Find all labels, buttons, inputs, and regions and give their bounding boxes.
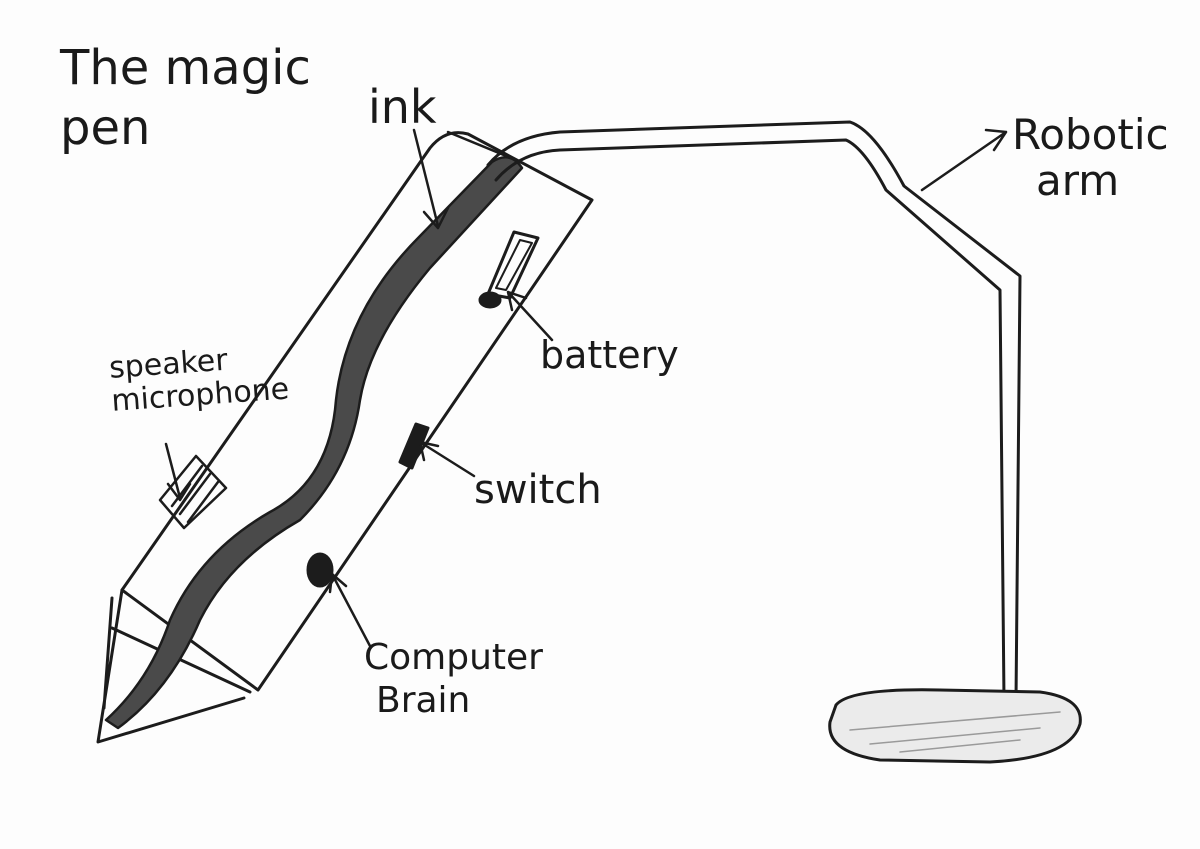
speaker-microphone-icon bbox=[158, 454, 228, 530]
switch-icon bbox=[398, 422, 430, 470]
diagram-title: The magic pen bbox=[60, 38, 311, 158]
label-computer-brain: Computer Brain bbox=[364, 636, 543, 722]
label-arrows bbox=[164, 128, 1008, 648]
label-robotic-arm-line-1: Robotic bbox=[1012, 110, 1169, 159]
robotic-arm-base bbox=[828, 688, 1082, 764]
label-speaker-microphone: speaker microphone bbox=[108, 340, 290, 419]
label-battery: battery bbox=[540, 333, 679, 377]
robotic-arm bbox=[486, 120, 1022, 702]
ink-channel bbox=[104, 155, 524, 730]
title-line-1: The magic bbox=[60, 40, 311, 96]
label-brain: Brain bbox=[376, 680, 471, 722]
label-switch: switch bbox=[474, 467, 602, 513]
label-robotic-arm: Robotic arm bbox=[1012, 110, 1169, 206]
pen-tip bbox=[96, 588, 252, 744]
title-line-2: pen bbox=[60, 100, 151, 156]
computer-brain-icon bbox=[306, 552, 334, 588]
label-computer: Computer bbox=[364, 637, 543, 678]
label-ink: ink bbox=[368, 80, 437, 134]
label-robotic-arm-line-2: arm bbox=[1036, 156, 1120, 206]
